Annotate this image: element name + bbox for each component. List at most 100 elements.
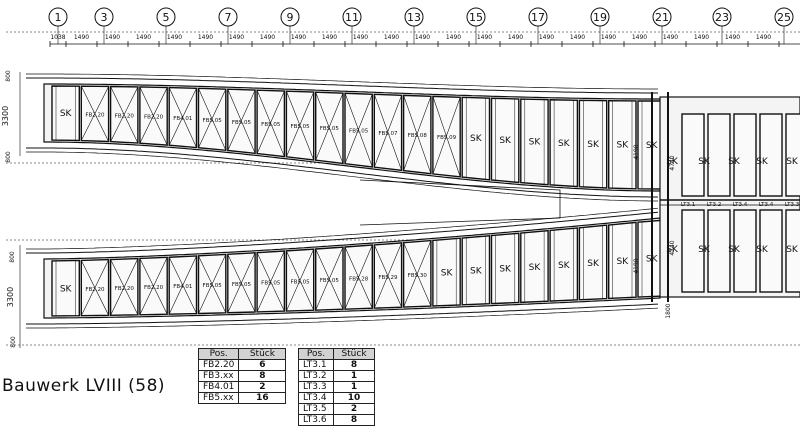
dimension-text: 1490 [756, 34, 771, 41]
upper-segment [461, 96, 491, 181]
lower-segment-label: FB5.05 [203, 283, 223, 289]
lower-outer-rail [26, 303, 659, 325]
merged-segment [681, 209, 705, 293]
dimension-text: 1490 [446, 34, 461, 41]
fb-pos-cell: FB4.01 [197, 381, 240, 393]
lt-pos-cell: LT3.2 [298, 370, 334, 382]
upper-bracing [256, 90, 285, 154]
upper-bracing [374, 94, 402, 171]
lower-bracing [198, 254, 227, 314]
merged-segment [733, 113, 757, 197]
upper-bracing [315, 92, 344, 164]
upper-segment [578, 99, 608, 189]
lt-count-cell: 1 [333, 370, 375, 382]
dimension-text: 1800 [665, 303, 672, 318]
lower-outer-rail [26, 307, 659, 329]
upper-segment-label: FB5.08 [408, 133, 428, 139]
upper-segment [51, 85, 80, 142]
merged-segment [733, 209, 757, 293]
fb-count-cell: 6 [238, 359, 287, 371]
fb-pos-cell: FB2.20 [197, 359, 240, 371]
upper-segment-label: SK [617, 141, 630, 151]
lower-segment-label: FB5.30 [408, 273, 428, 279]
dimension-text: 4198 [633, 258, 640, 273]
upper-segment-label: FB5.05 [261, 122, 281, 128]
merged-segment [707, 113, 731, 197]
dimension-text: 1490 [74, 34, 89, 41]
table-row: LT3.4 10 [298, 392, 375, 404]
upper-segment-label: SK [499, 136, 512, 146]
upper-outer-rail [26, 77, 658, 94]
lower-segment-label: SK [558, 261, 571, 271]
dimension-text: 1490 [477, 34, 492, 41]
lower-bracing [110, 258, 139, 316]
upper-bracing [81, 86, 109, 141]
dimension-text: 3300 [6, 287, 15, 307]
lower-segment-label: FB5.28 [349, 276, 369, 282]
lt-count-cell: 2 [333, 403, 375, 415]
dimension-text: 1490 [508, 34, 523, 41]
dimension-text: 1490 [632, 34, 647, 41]
upper-segment-label: SK [558, 139, 571, 149]
axis-label: 13 [407, 11, 421, 24]
upper-bracing [198, 89, 227, 148]
lt-quantity-table: Pos. Stück LT3.1 8 LT3.2 1 LT3.3 1 LT3.4… [298, 348, 375, 426]
lower-bracing [403, 240, 432, 308]
upper-bracing [344, 94, 373, 164]
merged-segment-label: SK [786, 157, 799, 167]
lt-count-cell: 8 [333, 414, 375, 426]
upper-inner-rail [26, 147, 658, 198]
lower-segment [51, 259, 80, 317]
lower-segment-label: SK [617, 257, 630, 267]
lower-segment [490, 232, 520, 305]
lower-segment-label: FB5.05 [290, 279, 310, 285]
lt-count-cell: 10 [333, 392, 375, 404]
lower-segment [578, 224, 608, 301]
upper-segment-label: FB5.07 [378, 131, 398, 137]
axis-label: 7 [225, 11, 232, 24]
dimension-text: 1490 [322, 34, 337, 41]
lt-count-cell: 8 [333, 359, 375, 371]
bridge-elements [26, 73, 800, 329]
merged-segment [759, 209, 783, 293]
dimension-text: 1490 [260, 34, 275, 41]
lower-bracing [344, 244, 373, 310]
upper-bracing [403, 96, 432, 171]
table-row: FB3.xx 8 [197, 370, 287, 382]
dimension-text: 3300 [1, 106, 10, 126]
merged-segment-label: SK [756, 245, 769, 255]
upper-bracing [168, 88, 197, 146]
merged-segment-label: SK [756, 157, 769, 167]
lt-element-label: LT3.3 [785, 202, 800, 208]
lt-pos-cell: LT3.5 [298, 403, 334, 415]
axis-label: 5 [163, 11, 170, 24]
upper-segment [549, 99, 579, 188]
upper-segment-label: SK [646, 141, 659, 151]
lower-segment-label: SK [529, 263, 542, 273]
upper-segment-label: FB2.20 [115, 113, 135, 119]
merged-segment-label: SK [786, 245, 799, 255]
upper-segment [608, 99, 637, 190]
axis-label: 19 [593, 11, 607, 24]
upper-segment-label: FB2.20 [144, 115, 164, 121]
lower-bracing [81, 259, 109, 316]
merged-segment [785, 113, 800, 197]
upper-bracing [256, 90, 285, 157]
upper-segment [520, 98, 549, 186]
upper-bracing [432, 97, 461, 175]
upper-bracing [403, 95, 432, 174]
lower-bracing [256, 250, 285, 313]
lower-bracing [168, 255, 197, 315]
upper-inner-rail [26, 151, 658, 202]
axis-label: 3 [101, 11, 108, 24]
lower-bracing [227, 252, 256, 313]
table-row: LT3.2 1 [298, 370, 375, 382]
table-row: FB4.01 2 [197, 381, 287, 393]
lt-element-label: LT3.4 [733, 202, 748, 208]
merged-segment-label: SK [666, 245, 679, 255]
lower-bracing [139, 257, 168, 315]
upper-segment-label: FB5.09 [437, 135, 457, 141]
